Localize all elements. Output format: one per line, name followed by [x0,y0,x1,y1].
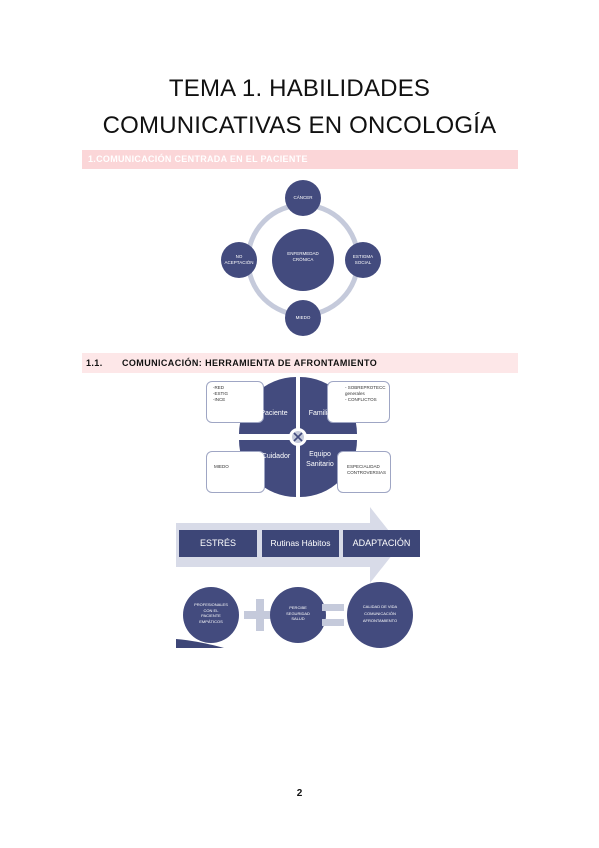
equation-left-circle [183,587,239,643]
plus-icon [244,599,276,631]
box-tr-text: - SOBREPROTECC generales - CONFLICTOS [345,385,386,403]
box-top-right: - SOBREPROTECC generales - CONFLICTOS [327,381,390,423]
cycle-center-line-2: CRÓNICA [292,257,314,262]
box-top-left: -RED -ESTIG -INCE [206,381,264,423]
process-step-2-box [262,530,339,557]
section-1-1-heading: COMUNICACIÓN: HERRAMIENTA DE AFRONTAMIEN… [122,358,378,368]
cycle-right-circle [345,242,381,278]
equation-left-line-2: CON EL [203,607,219,613]
section-1-1-number: 1.1. [86,358,103,368]
quadrant-br-line-1: Equipo [309,451,331,458]
equation-right-line-3: AFRONTAMIENTO [362,618,398,623]
box-tl-line-3: -INCE [213,397,226,402]
page-number: 2 [296,788,303,799]
cycle-left-circle [221,242,257,278]
box-br-text: ESPECIALIDAD CONTROVERSIAS [347,464,386,476]
equation-middle-circle [270,587,326,643]
box-bottom-left: MIEDO [206,451,265,493]
process-step-2-label: Rutinas Hábitos [270,538,331,548]
equation-right-line-2: COMUNICACIÓN [364,611,396,616]
title-line-1: TEMA 1. HABILIDADES [168,75,431,102]
cycle-center-line-1: ENFERMEDAD [287,251,319,256]
cycle-bottom-label: MIEDO [295,315,311,320]
box-bl-text: MIEDO [214,464,229,469]
quadrant-tr-label: Familia [308,410,332,417]
equation-middle-line-3: SALUD [291,616,305,621]
cycle-center-label: ENFERMEDAD CRÓNICA [278,251,328,263]
process-arrow [176,507,420,583]
equation-left-line-1: PROFESIONALES [194,602,228,607]
cycle-right-line-2: SOCIAL [354,260,372,265]
quadrant-br-label: Equipo Sanitario [302,450,338,470]
title-line-2: COMUNICATIVAS EN ONCOLOGÍA [102,112,497,139]
cycle-top-circle [285,180,321,216]
cycle-left-label: NO ACEPTACIÓN [222,254,256,266]
process-step-3-label: ADAPTACIÓN [352,538,411,548]
cycle-left-line-2: ACEPTACIÓN [224,260,254,265]
cycle-left-line-1: NO [235,254,243,259]
equation-right-line-1: CALIDAD DE VIDA [362,604,398,609]
decorative-wave [176,639,224,648]
quadrant-bl-label: Cuidador [261,453,291,460]
cycle-center-circle [272,229,334,291]
equation-right-circle [347,582,413,648]
cycle-right-line-1: ESTIGMA [352,254,374,259]
box-tl-line-2: -ESTIG [213,391,229,396]
box-tr-line-2: generales [345,391,365,396]
process-step-1-box [179,530,257,557]
section-1-heading: 1.COMUNICACIÓN CENTRADA EN EL PACIENTE [88,154,308,164]
equation-left-line-4: EMPÁTICOS [199,618,223,624]
equation-right-label: CALIDAD DE VIDA COMUNICACIÓN AFRONTAMIEN… [350,603,410,624]
equals-icon [322,604,344,626]
box-br-line-2: CONTROVERSIAS [347,470,387,475]
equation-middle-label: PERCIBE SEGURIDAD SALUD [272,605,324,622]
process-step-3-box [343,530,420,557]
equation-left-line-3: PACIENTE [201,613,221,618]
equation-left-label: PROFESIONALES CON EL PACIENTE EMPÁTICOS [185,602,237,624]
quadrant-br-line-2: Sanitario [306,461,334,468]
section-1-header: 1.COMUNICACIÓN CENTRADA EN EL PACIENTE [82,150,518,169]
page-title: TEMA 1. HABILIDADES COMUNICATIVAS EN ONC… [0,70,599,144]
box-tr-line-1: - SOBREPROTECC [345,385,386,390]
box-tl-text: -RED -ESTIG -INCE [213,385,228,403]
box-bottom-right: ESPECIALIDAD CONTROVERSIAS [337,451,391,493]
process-step-1-label: ESTRÉS [199,538,236,548]
cycle-right-label: ESTIGMA SOCIAL [346,254,380,266]
equation-middle-line-1: PERCIBE [289,605,307,610]
box-tr-line-3: - CONFLICTOS [345,397,377,402]
equation-diagram [176,582,413,648]
box-br-line-1: ESPECIALIDAD [347,464,380,469]
quadrant-center-cross [293,432,303,442]
equation-middle-line-2: SEGURIDAD [286,610,310,616]
cycle-top-label: CÁNCER [293,195,313,200]
quadrant-tl-label: Paciente [260,410,288,417]
cycle-diagram [221,180,381,336]
box-tl-line-1: -RED [213,385,224,390]
cycle-bottom-circle [285,300,321,336]
section-1-1-header: 1.1. COMUNICACIÓN: HERRAMIENTA DE AFRONT… [82,353,518,373]
